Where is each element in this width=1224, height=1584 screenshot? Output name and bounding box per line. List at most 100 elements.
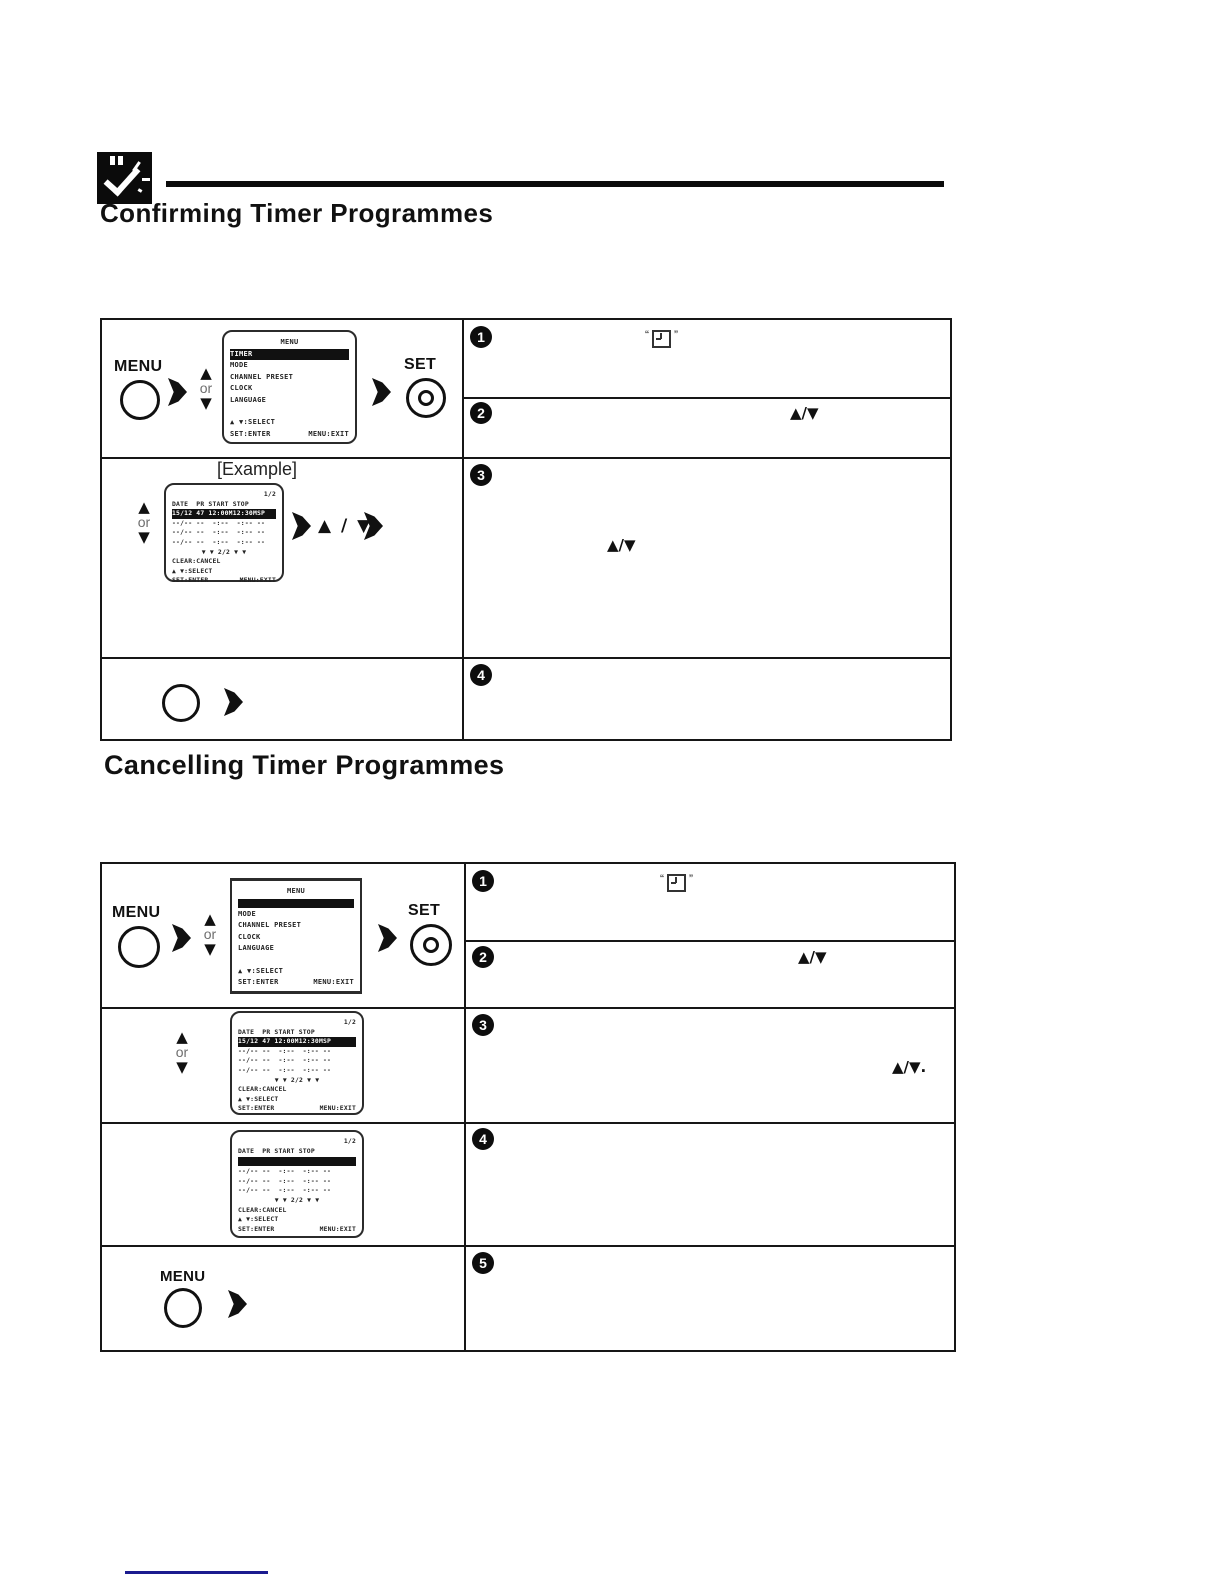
timer-symbol: “ ” [660,872,693,892]
set-button-icon [410,924,452,966]
arrow-right-icon [224,688,243,716]
menu-button-icon [118,926,160,968]
osd-page: 1/2 [343,1137,356,1145]
arrow-right-icon [292,512,311,540]
timer-check-icon [97,152,152,204]
up-down-label: ▲ / ▼ [318,516,373,536]
row-divider [462,397,950,399]
osd-selected-item: TIMER [230,348,349,360]
clock-hand [660,333,662,339]
osd-clear-hint: CLEAR:CANCEL [238,1085,287,1094]
osd-item: CHANNEL PRESET [230,372,294,381]
timer-icon [652,330,671,348]
osd-programme-row: 15/12 47 12:00M12:30MSP [172,509,276,519]
osd-item: LANGUAGE [238,944,275,952]
osd-enter-hint: SET:ENTER [238,1224,275,1233]
step-number: 3 [472,1014,494,1036]
section-title: Cancelling Timer Programmes [104,750,505,780]
osd-columns: DATE PR START STOP [238,1027,315,1036]
up-down-label: ▲/▼. [892,1058,927,1076]
row-divider [102,457,950,459]
timer-symbol: “ ” [645,328,678,348]
osd-page: 1/2 [263,490,276,498]
osd-empty-row: --/-- -- -:-- -:-- -- [172,537,266,546]
osd-empty-row: --/-- -- -:-- -:-- -- [172,518,266,527]
up-triangle-icon: ▲ [204,910,216,928]
down-triangle-icon: ▼ [204,940,216,958]
osd-exit-hint: MENU:EXIT [239,576,276,585]
menu-button-icon [120,380,160,420]
osd-exit-hint: MENU:EXIT [319,1104,356,1113]
example-label: [Example] [216,459,298,479]
down-triangle-icon: ▼ [138,528,150,546]
step-number: 2 [470,402,492,424]
osd-select-hint: ▲ ▼:SELECT [172,566,213,575]
timer-list-screen: 1/2 DATE PR START STOP 15/12 47 12:00M12… [230,1011,364,1115]
up-down-label: ▲/▼ [607,536,636,554]
up-down-buttons-icon: ▲ or ▼ [192,366,220,411]
timer-icon [667,874,686,892]
step-number: 4 [470,664,492,686]
up-triangle-icon: ▲ [176,1028,188,1046]
step-number: 1 [472,870,494,892]
osd-exit-hint: MENU:EXIT [308,429,349,438]
arrow-right-icon [378,924,397,952]
up-triangle-icon: ▲ [138,498,150,516]
clock-tick [118,156,123,165]
osd-columns: DATE PR START STOP [172,499,249,508]
clock-hand [656,338,661,340]
step-number: 2 [472,946,494,968]
osd-select-hint: ▲ ▼:SELECT [230,418,276,426]
clock-tick [137,188,143,193]
osd-title: MENU [286,887,306,895]
arrow-right-icon [372,378,391,406]
osd-item: CLOCK [230,384,253,392]
set-button-dot [418,390,434,406]
osd-programme-row: 15/12 47 12:00M12:30MSP [238,1037,356,1047]
osd-exit-hint: MENU:EXIT [319,1224,356,1233]
footer-line [125,1571,268,1574]
up-down-label: ▲/▼ [790,404,819,422]
osd-item: LANGUAGE [230,395,267,404]
confirm-table: MENU ▲ or ▼ MENU TIMER MODE CHANNEL PRES… [100,318,952,741]
osd-cleared-row-bar [238,1157,356,1167]
osd-columns: DATE PR START STOP [238,1146,315,1155]
set-button-label: SET [408,902,441,919]
column-divider [462,320,464,739]
osd-scroll-row: ▼ ▼ 2/2 ▼ ▼ [201,547,247,556]
row-divider [102,657,950,659]
osd-scroll-row: ▼ ▼ 2/2 ▼ ▼ [274,1195,320,1204]
row-divider [102,1245,954,1247]
step-number: 4 [472,1128,494,1150]
or-label: or [175,1044,189,1060]
page-title: Confirming Timer Programmes [100,198,494,228]
arrow-right-icon [172,924,191,952]
osd-item: CHANNEL PRESET [238,921,302,929]
osd-select-hint: ▲ ▼:SELECT [238,1094,279,1103]
row-divider [102,1122,954,1124]
osd-selected-item-bar [238,898,354,908]
up-triangle-icon: ▲ [200,364,212,382]
down-triangle-icon: ▼ [200,394,212,412]
osd-empty-row: --/-- -- -:-- -:-- -- [238,1167,332,1176]
clock-tick [142,178,150,181]
osd-title: MENU [280,338,299,346]
timer-list-screen-cleared: 1/2 DATE PR START STOP --/-- -- -:-- -:-… [230,1130,364,1238]
osd-empty-row: --/-- -- -:-- -:-- -- [238,1176,332,1185]
osd-empty-row: --/-- -- -:-- -:-- -- [238,1046,332,1055]
arrow-right-icon [168,378,187,406]
step-number: 1 [470,326,492,348]
or-label: or [137,514,151,530]
osd-item: MODE [238,909,257,918]
step-number: 3 [470,464,492,486]
set-button-dot [423,937,439,953]
osd-empty-row: --/-- -- -:-- -:-- -- [238,1056,332,1065]
menu-screen: MENU MODE CHANNEL PRESET CLOCK LANGUAGE … [230,878,362,994]
column-divider [464,864,466,1350]
menu-button-icon [164,1288,202,1328]
set-button-icon [406,378,446,418]
or-label: or [199,380,213,396]
osd-clear-hint: CLEAR:CANCEL [238,1205,287,1214]
menu-button-label: MENU [112,904,161,921]
